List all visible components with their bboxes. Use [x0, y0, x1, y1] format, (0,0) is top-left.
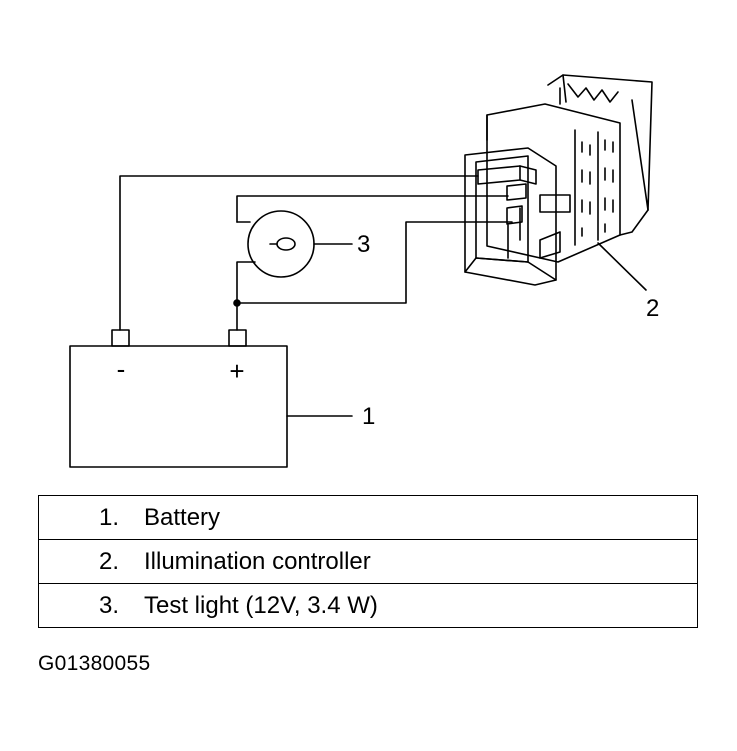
wiring-diagram: - + 1 2 3 [69, 74, 659, 468]
battery-negative-symbol: - [117, 354, 126, 384]
leader-line-2 [597, 242, 647, 291]
test-light-supply-wire [236, 261, 256, 304]
battery-positive-symbol: + [229, 356, 244, 386]
battery [69, 329, 288, 468]
figure-id: G01380055 [38, 652, 151, 675]
legend-item-label: Illumination controller [144, 539, 698, 584]
legend-item-label: Battery [144, 495, 698, 540]
legend-row: 1. Battery [38, 495, 698, 540]
illumination-controller [464, 74, 653, 286]
battery-positive-terminal [228, 329, 247, 347]
legend-item-number: 3. [38, 583, 144, 628]
callout-1: 1 [362, 403, 375, 430]
wires [119, 175, 513, 331]
callout-2: 2 [646, 295, 659, 322]
negative-wire [119, 175, 479, 331]
controller-feed-wire [236, 221, 513, 304]
legend-item-number: 1. [38, 495, 144, 540]
legend-table: 1. Battery 2. Illumination controller 3.… [38, 495, 698, 628]
legend-row: 2. Illumination controller [38, 539, 698, 584]
battery-negative-terminal [111, 329, 130, 347]
legend-row: 3. Test light (12V, 3.4 W) [38, 583, 698, 628]
legend-item-number: 2. [38, 539, 144, 584]
test-light-signal-wire [236, 195, 509, 223]
legend-item-label: Test light (12V, 3.4 W) [144, 583, 698, 628]
test-light [247, 210, 315, 278]
callout-3: 3 [357, 231, 370, 258]
wire-junction [233, 299, 241, 307]
